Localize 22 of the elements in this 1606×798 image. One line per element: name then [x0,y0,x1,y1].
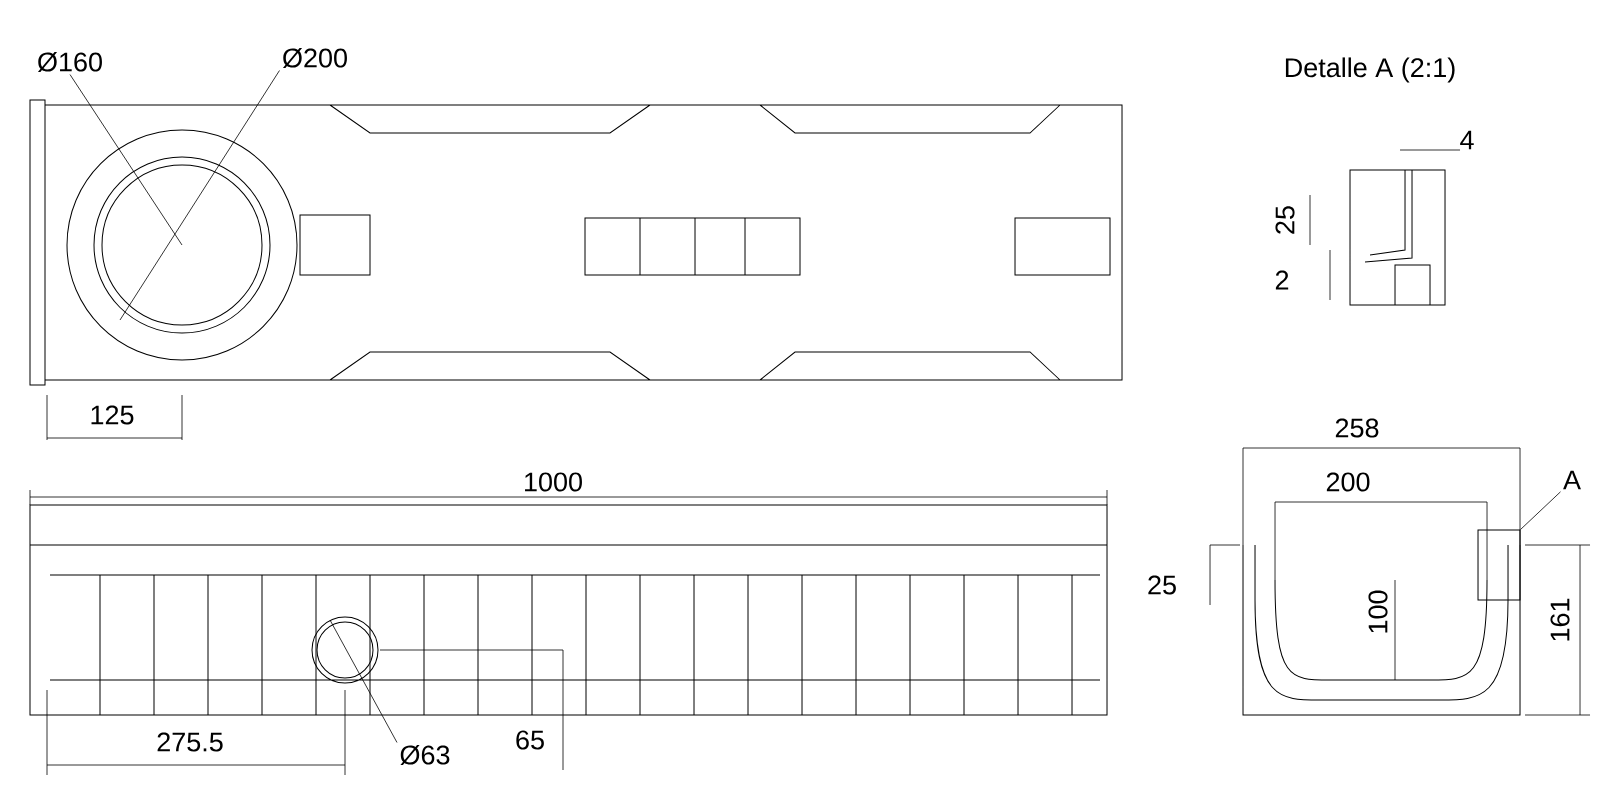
leader-line [69,74,183,246]
dimension-text: 100 [1368,590,1388,633]
dimension-text: 125 [91,405,134,425]
leader-line [119,70,280,321]
dimension-text: Ø160 [37,52,102,72]
dimension-text: 2 [1275,270,1289,290]
dimension-text: 258 [1335,418,1379,438]
dimension-text: 275.5 [157,732,223,752]
dimension-text: 1000 [525,472,582,492]
dimension-text: 25 [1275,206,1295,234]
dimension-text: Ø63 [400,745,450,766]
dimension-text: 161 [1550,598,1570,641]
dimension-text: 25 [1148,575,1176,595]
dimension-text: 4 [1460,130,1474,150]
detail-marker [1477,529,1521,601]
dimension-text: 65 [516,730,544,750]
leader-line [329,619,398,743]
dimension-text: A [1563,470,1581,490]
heading: Detalle A (2:1) [1285,57,1455,83]
leader-line [1520,491,1561,530]
dimension-text: Ø200 [282,48,347,68]
dimension-text: 200 [1326,472,1370,492]
